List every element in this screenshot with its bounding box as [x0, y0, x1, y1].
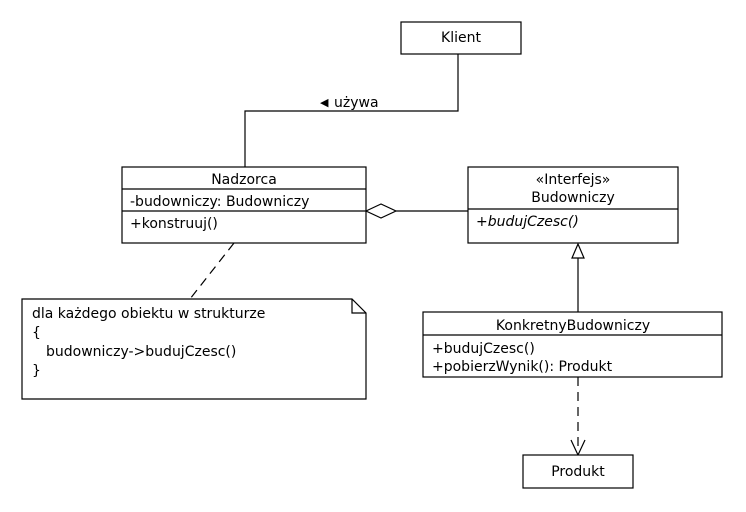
nadzorca-name: Nadzorca — [211, 172, 277, 188]
note-line-4: } — [32, 363, 41, 379]
aggregation — [364, 203, 468, 219]
dependency — [570, 377, 586, 457]
konkretny-operation-1: +budujCzesc() — [432, 341, 535, 357]
budowniczy-stereotype: «Interfejs» — [536, 172, 611, 188]
budowniczy-box — [467, 166, 679, 244]
note-anchor-line — [189, 242, 235, 300]
produkt-class: Produkt — [522, 454, 634, 489]
nadzorca-attribute: -budowniczy: Budowniczy — [130, 194, 309, 210]
association-line — [244, 54, 459, 167]
note-box — [21, 298, 367, 400]
note-line-3: budowniczy->budujCzesc() — [46, 344, 236, 360]
note-line-2: { — [32, 325, 41, 341]
association-arrow-icon: ◀ — [320, 96, 329, 109]
konkretny-box — [422, 311, 723, 378]
note-line-1: dla każdego obiektu w strukturze — [32, 306, 265, 322]
klient-box — [400, 21, 522, 55]
konkretny-class: KonkretnyBudowniczy +budujCzesc() +pobie… — [422, 311, 723, 378]
aggregation-diamond-icon — [364, 203, 398, 219]
nadzorca-box — [121, 166, 367, 244]
realization — [571, 242, 585, 312]
association-uses: ◀ używa — [244, 54, 459, 167]
note: dla każdego obiektu w strukturze { budow… — [21, 298, 367, 400]
konkretny-operation-2: +pobierzWynik(): Produkt — [432, 359, 613, 375]
konkretny-name: KonkretnyBudowniczy — [496, 318, 650, 334]
nadzorca-operation: +konstruuj() — [130, 216, 218, 232]
budowniczy-operation: +budujCzesc() — [476, 214, 579, 230]
klient-name: Klient — [441, 30, 481, 46]
realization-triangle-icon — [571, 242, 585, 259]
budowniczy-interface: «Interfejs» Budowniczy +budujCzesc() — [467, 166, 679, 244]
produkt-name: Produkt — [551, 464, 605, 480]
produkt-box — [522, 454, 634, 489]
klient-class: Klient — [400, 21, 522, 55]
note-fold-icon — [351, 299, 366, 314]
association-label: używa — [334, 95, 379, 111]
nadzorca-class: Nadzorca -budowniczy: Budowniczy +konstr… — [121, 166, 367, 244]
budowniczy-name: Budowniczy — [531, 190, 614, 206]
